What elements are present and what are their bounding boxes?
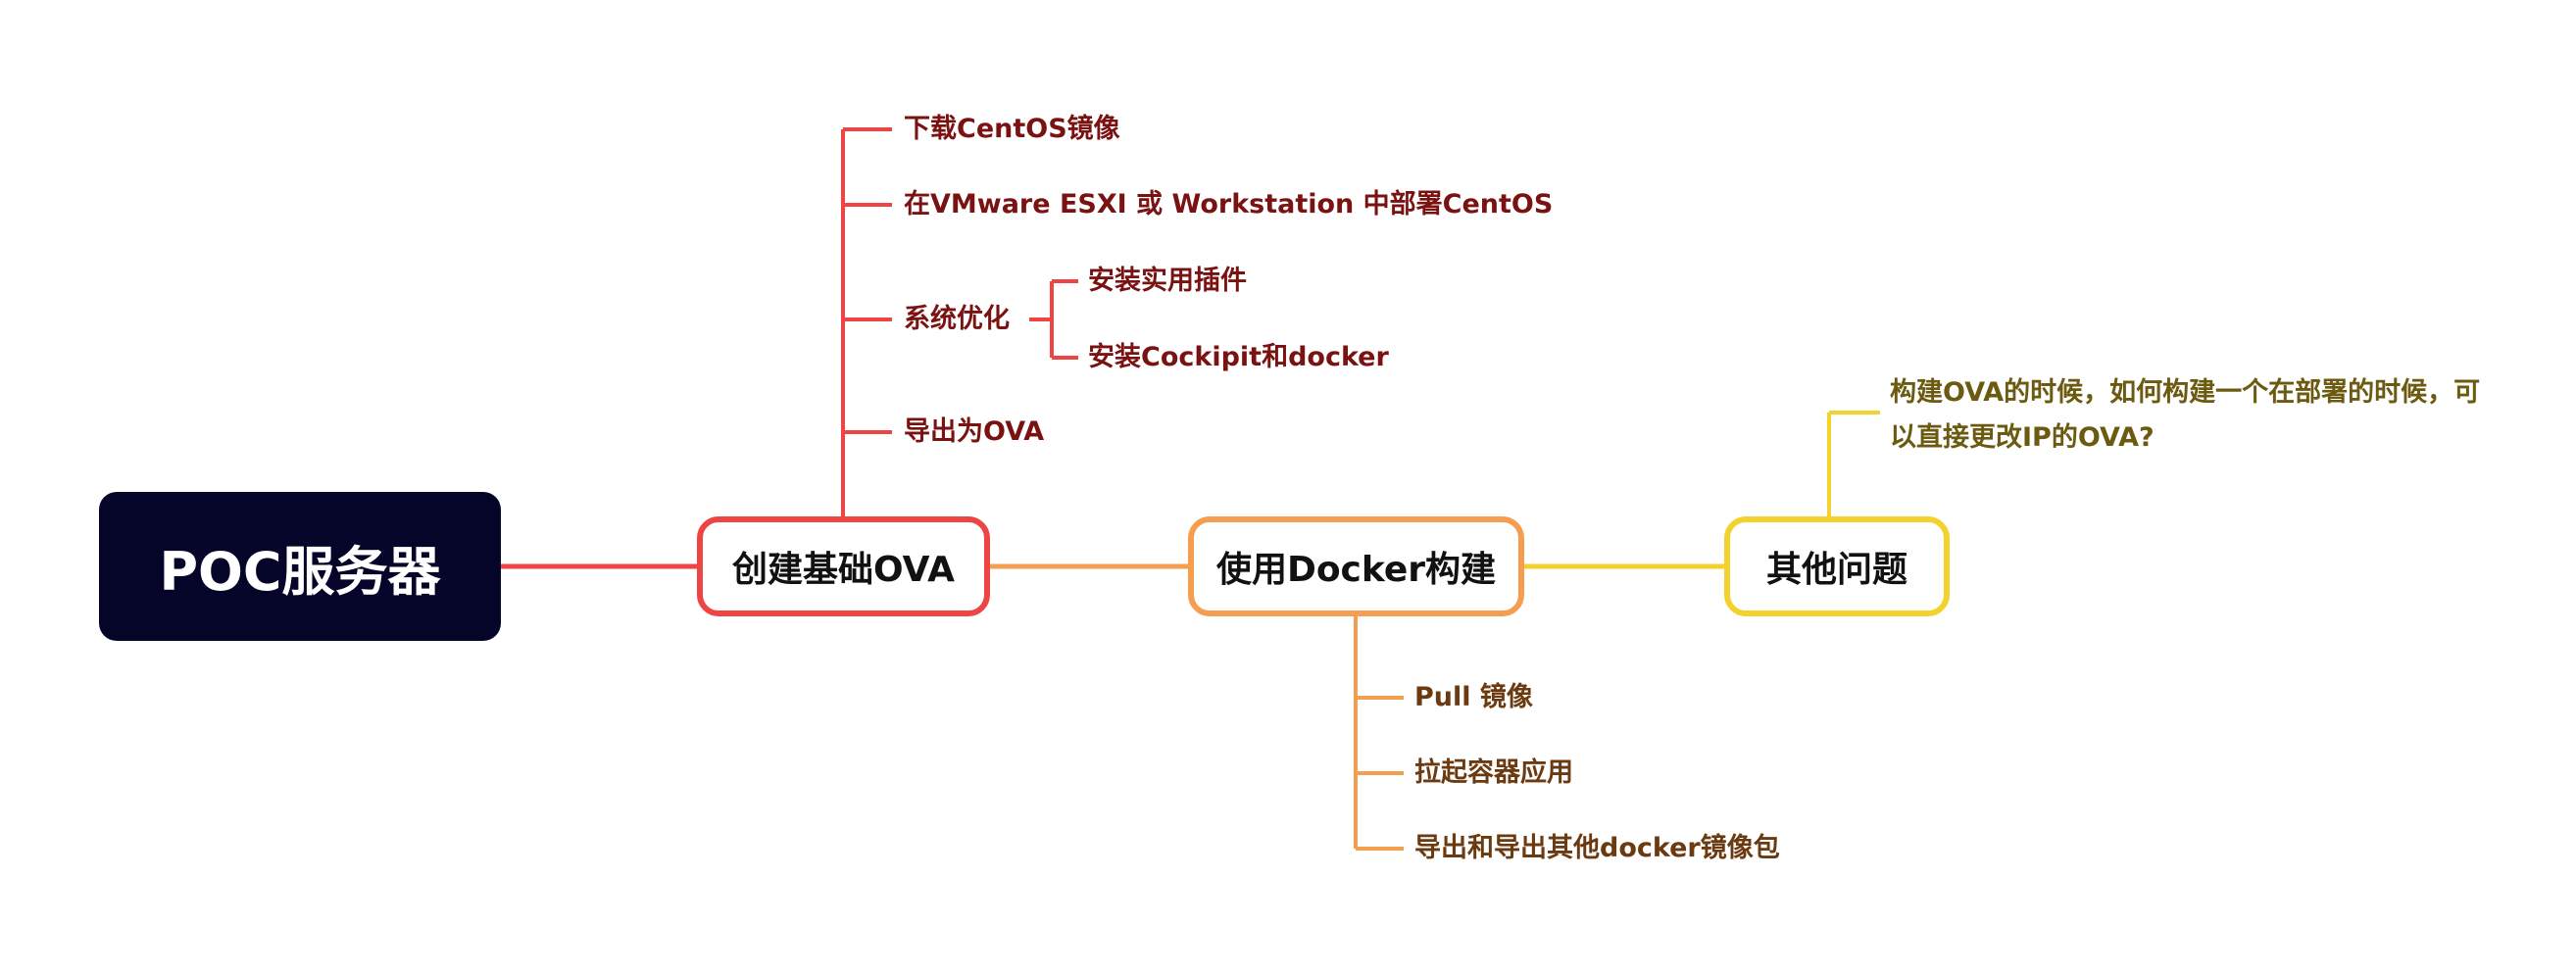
docker-item-start-container[interactable]: 拉起容器应用 (1414, 757, 1573, 788)
sub-item-install-plugins[interactable]: 安装实用插件 (1088, 266, 1247, 296)
docker-item-export-images[interactable]: 导出和导出其他docker镜像包 (1414, 833, 1780, 863)
topic-create-ova-label: 创建基础OVA (732, 550, 955, 590)
topic-create-ova[interactable]: 创建基础OVA (697, 516, 990, 616)
ova-item-export-ova[interactable]: 导出为OVA (904, 416, 1045, 447)
other-item-ova-ip-question[interactable]: 构建OVA的时候，如何构建一个在部署的时候，可以直接更改IP的OVA? (1890, 377, 2481, 453)
ova-item-deploy-centos[interactable]: 在VMware ESXI 或 Workstation 中部署CentOS (904, 189, 1554, 220)
topic-docker-build[interactable]: 使用Docker构建 (1188, 516, 1524, 616)
sub-item-install-cockpit-docker[interactable]: 安装Cockipit和docker (1088, 342, 1389, 372)
ova-item-download-centos[interactable]: 下载CentOS镜像 (904, 114, 1120, 144)
ova-item-system-optimize[interactable]: 系统优化 (904, 304, 1010, 334)
topic-other-issues[interactable]: 其他问题 (1724, 516, 1950, 616)
root-node[interactable]: POC服务器 (99, 492, 501, 641)
root-label: POC服务器 (159, 540, 441, 603)
topic-other-issues-label: 其他问题 (1765, 550, 1907, 590)
docker-item-pull-image[interactable]: Pull 镜像 (1414, 682, 1533, 712)
topic-docker-build-label: 使用Docker构建 (1215, 550, 1497, 590)
